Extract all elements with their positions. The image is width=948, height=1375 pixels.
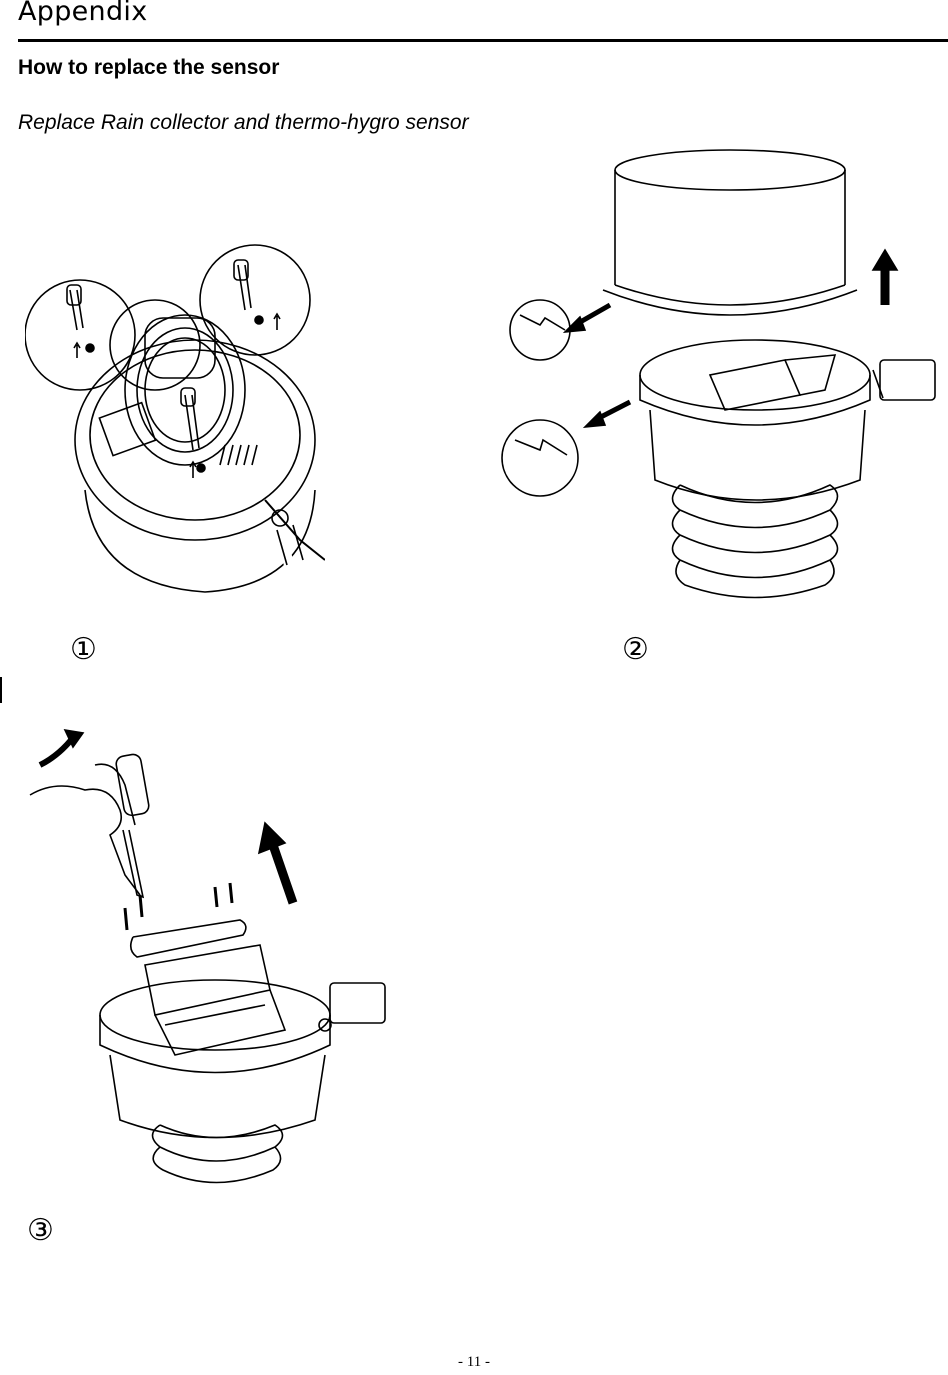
- step-label-3: ③: [27, 1213, 54, 1248]
- section-title: How to replace the sensor: [18, 56, 280, 79]
- sensor-top-screws-illustration: [25, 244, 325, 593]
- rain-collector-removal-illustration: [501, 149, 936, 599]
- page-number: - 11 -: [458, 1354, 490, 1370]
- figure-step-3: [25, 725, 400, 1195]
- step-label-1: ①: [70, 632, 97, 667]
- header-divider: [18, 39, 948, 42]
- figure-step-1: [25, 240, 325, 600]
- page-header-title: Appendix: [18, 0, 148, 27]
- step-label-2: ②: [622, 632, 649, 667]
- figure-step-2: [495, 140, 945, 610]
- thermo-hygro-sensor-unscrew-illustration: [29, 728, 386, 1184]
- subsection-title: Replace Rain collector and thermo-hygro …: [18, 111, 469, 134]
- margin-mark: [0, 677, 2, 703]
